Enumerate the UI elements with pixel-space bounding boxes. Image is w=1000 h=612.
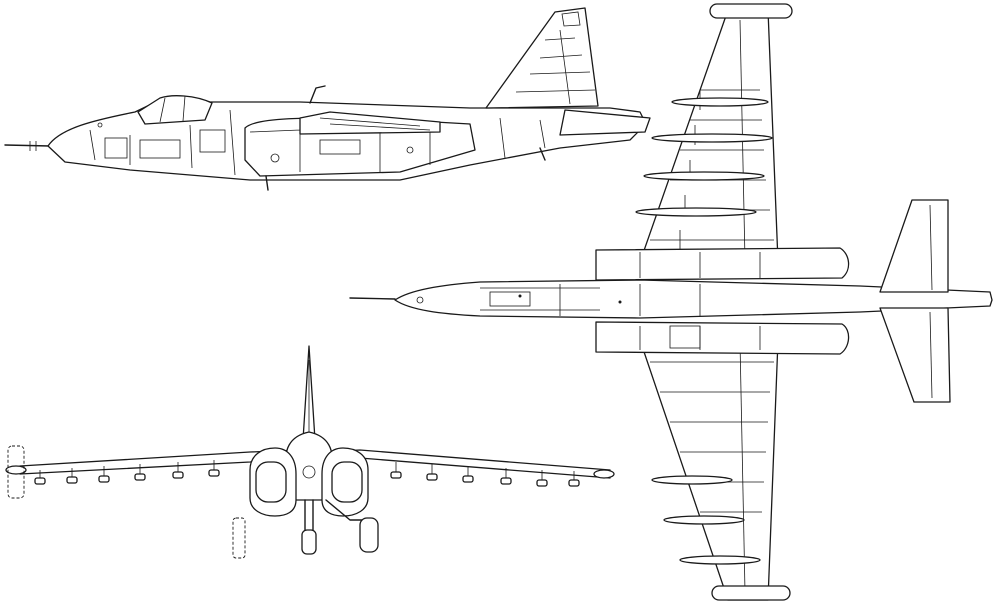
side-view — [4, 7, 651, 191]
plan-view — [349, 3, 993, 601]
front-view — [5, 345, 615, 559]
